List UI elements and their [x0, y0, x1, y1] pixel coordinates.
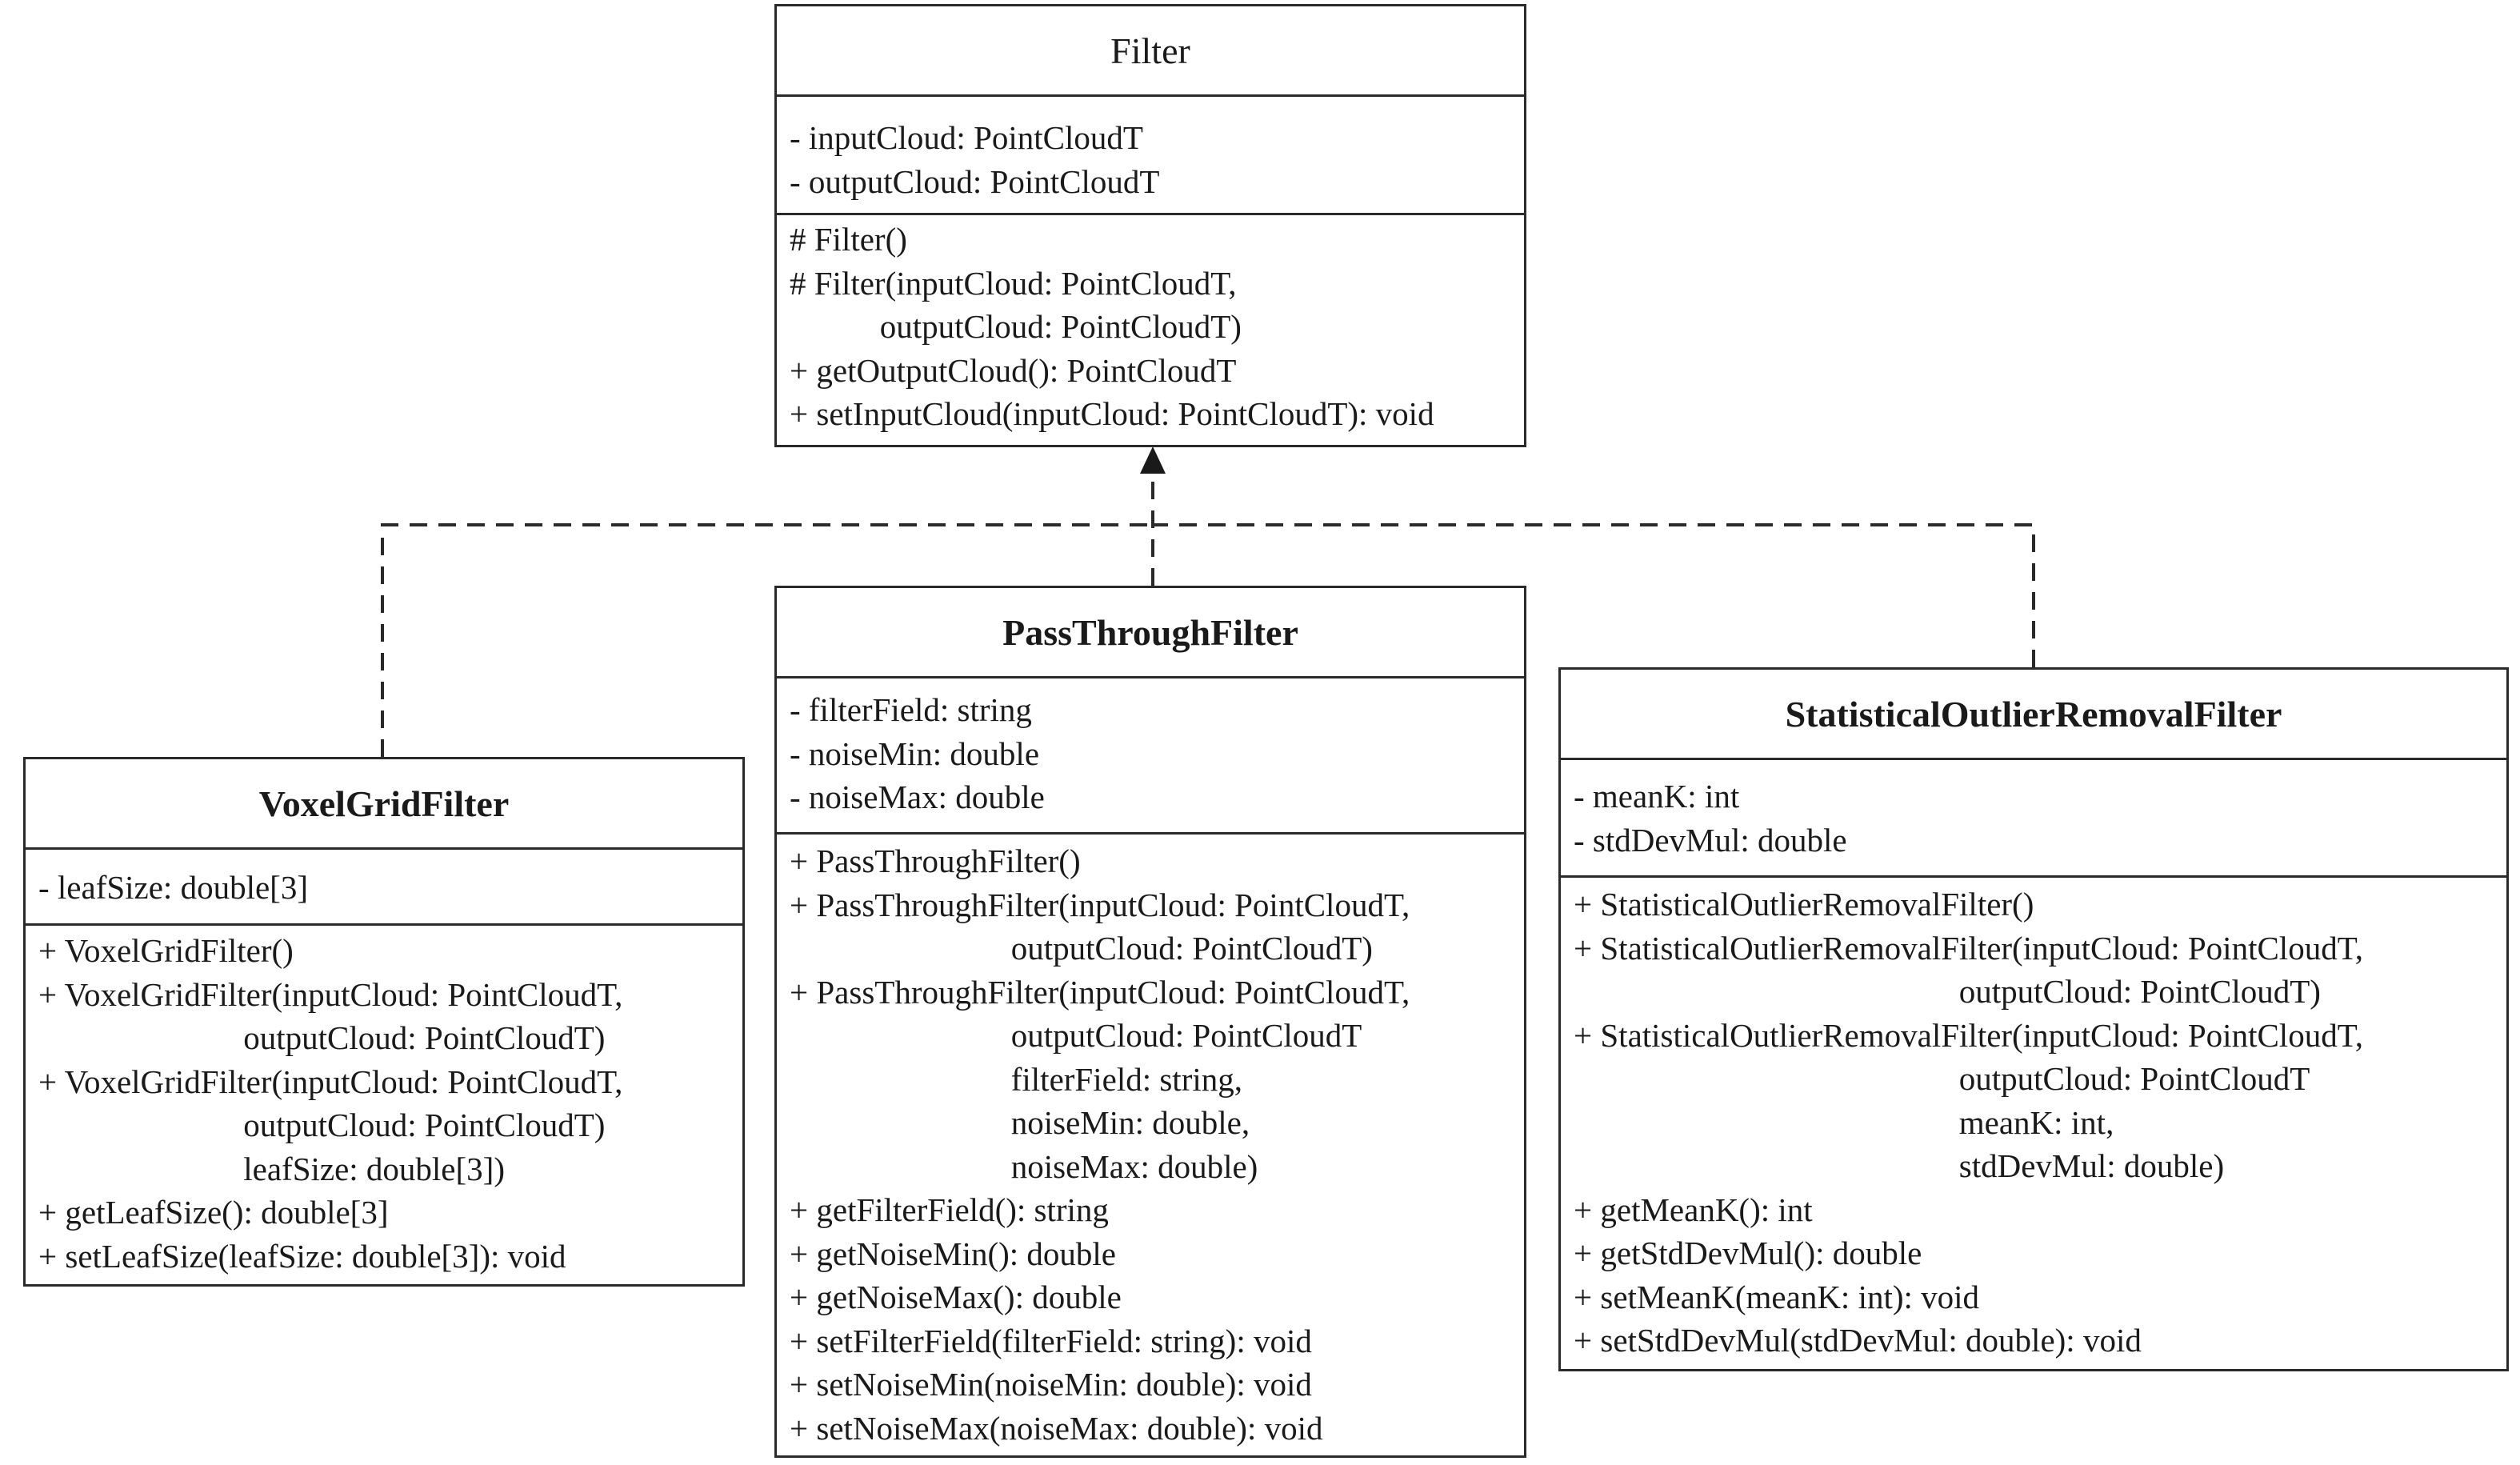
realization-line-voxel-grid-filter — [381, 523, 1153, 757]
voxel-grid-filter-class: VoxelGridFilter - leafSize: double[3] + … — [23, 757, 745, 1287]
statistical-outlier-removal-filter-operation: meanK: int, — [1574, 1103, 2114, 1141]
statistical-outlier-removal-filter-attribute: - stdDevMul: double — [1574, 821, 1847, 859]
pass-through-filter-operation: + setFilterField(filterField: string): v… — [790, 1322, 1312, 1359]
statistical-outlier-removal-filter-operation: + setStdDevMul(stdDevMul: double): void — [1574, 1322, 2142, 1359]
voxel-grid-filter-operation: outputCloud: PointCloudT) — [38, 1107, 606, 1143]
voxel-grid-filter-operation: + getLeafSize(): double[3] — [38, 1194, 389, 1231]
filter-class-name: Filter — [777, 6, 1524, 97]
pass-through-filter-attribute: - noiseMax: double — [790, 779, 1045, 815]
voxel-grid-filter-operation: leafSize: double[3]) — [38, 1150, 505, 1187]
statistical-outlier-removal-filter-operation: + StatisticalOutlierRemovalFilter(inputC… — [1574, 1016, 2363, 1054]
pass-through-filter-operation: outputCloud: PointCloudT) — [790, 930, 1373, 967]
pass-through-filter-class: PassThroughFilter - filterField: string … — [774, 586, 1526, 1458]
statistical-outlier-removal-filter-operation: + setMeanK(meanK: int): void — [1574, 1278, 1980, 1315]
statistical-outlier-removal-filter-operation: + StatisticalOutlierRemovalFilter() — [1574, 886, 2034, 923]
statistical-outlier-removal-filter-class: StatisticalOutlierRemovalFilter - meanK:… — [1558, 667, 2509, 1371]
pass-through-filter-attribute: - noiseMin: double — [790, 735, 1040, 772]
pass-through-filter-operation: noiseMin: double, — [790, 1104, 1250, 1141]
filter-attribute: - inputCloud: PointCloudT — [790, 119, 1143, 156]
pass-through-filter-attributes: - filterField: string - noiseMin: double… — [777, 678, 1524, 835]
pass-through-filter-operation: + getNoiseMin(): double — [790, 1235, 1116, 1272]
pass-through-filter-operation: noiseMax: double) — [790, 1147, 1258, 1185]
filter-operation: + setInputCloud(inputCloud: PointCloudT)… — [790, 395, 1434, 432]
statistical-outlier-removal-filter-class-name: StatisticalOutlierRemovalFilter — [1561, 670, 2506, 760]
filter-operation: # Filter(inputCloud: PointCloudT, — [790, 264, 1237, 302]
pass-through-filter-operation: + getNoiseMax(): double — [790, 1279, 1122, 1315]
voxel-grid-filter-operation: + VoxelGridFilter(inputCloud: PointCloud… — [38, 1063, 623, 1100]
statistical-outlier-removal-filter-operation: + getStdDevMul(): double — [1574, 1235, 1922, 1271]
pass-through-filter-operations: + PassThroughFilter() + PassThroughFilte… — [777, 835, 1524, 1450]
filter-operation: + getOutputCloud(): PointCloudT — [790, 351, 1237, 389]
statistical-outlier-removal-filter-operation: + getMeanK(): int — [1574, 1191, 1813, 1228]
pass-through-filter-attribute: - filterField: string — [790, 691, 1032, 728]
pass-through-filter-operation: + PassThroughFilter(inputCloud: PointClo… — [790, 973, 1410, 1011]
statistical-outlier-removal-filter-operation: outputCloud: PointCloudT) — [1574, 973, 2321, 1010]
statistical-outlier-removal-filter-operation: + StatisticalOutlierRemovalFilter(inputC… — [1574, 929, 2363, 967]
statistical-outlier-removal-filter-attributes: - meanK: int - stdDevMul: double — [1561, 760, 2506, 878]
voxel-grid-filter-operations: + VoxelGridFilter() + VoxelGridFilter(in… — [26, 926, 742, 1278]
filter-operation: outputCloud: PointCloudT) — [790, 308, 1242, 345]
voxel-grid-filter-operation: + VoxelGridFilter() — [38, 932, 294, 969]
pass-through-filter-operation: + setNoiseMax(noiseMax: double): void — [790, 1409, 1323, 1447]
voxel-grid-filter-attributes: - leafSize: double[3] — [26, 850, 742, 926]
pass-through-filter-operation: filterField: string, — [790, 1060, 1242, 1098]
pass-through-filter-operation: + setNoiseMin(noiseMin: double): void — [790, 1366, 1312, 1403]
statistical-outlier-removal-filter-operation: outputCloud: PointCloudT — [1574, 1060, 2310, 1097]
statistical-outlier-removal-filter-operation: stdDevMul: double) — [1574, 1147, 2225, 1184]
filter-operations: # Filter() # Filter(inputCloud: PointClo… — [777, 215, 1524, 436]
realization-arrowhead — [1140, 446, 1166, 474]
realization-line-statistical-outlier-removal-filter — [1153, 523, 2035, 667]
filter-attribute: - outputCloud: PointCloudT — [790, 162, 1160, 200]
voxel-grid-filter-operation: outputCloud: PointCloudT) — [38, 1019, 606, 1056]
voxel-grid-filter-operation: + setLeafSize(leafSize: double[3]): void — [38, 1237, 566, 1275]
filter-attributes: - inputCloud: PointCloudT - outputCloud:… — [777, 97, 1524, 215]
voxel-grid-filter-operation: + VoxelGridFilter(inputCloud: PointCloud… — [38, 975, 623, 1013]
statistical-outlier-removal-filter-operations: + StatisticalOutlierRemovalFilter() + St… — [1561, 878, 2506, 1363]
pass-through-filter-operation: + getFilterField(): string — [790, 1191, 1109, 1228]
statistical-outlier-removal-filter-attribute: - meanK: int — [1574, 778, 1740, 815]
filter-class: Filter - inputCloud: PointCloudT - outpu… — [774, 4, 1526, 447]
pass-through-filter-operation: outputCloud: PointCloudT — [790, 1017, 1362, 1054]
pass-through-filter-operation: + PassThroughFilter(inputCloud: PointClo… — [790, 886, 1410, 923]
pass-through-filter-class-name: PassThroughFilter — [777, 588, 1524, 678]
filter-operation: # Filter() — [790, 221, 907, 258]
voxel-grid-filter-class-name: VoxelGridFilter — [26, 759, 742, 850]
pass-through-filter-operation: + PassThroughFilter() — [790, 843, 1081, 879]
voxel-grid-filter-attribute: - leafSize: double[3] — [38, 869, 308, 906]
